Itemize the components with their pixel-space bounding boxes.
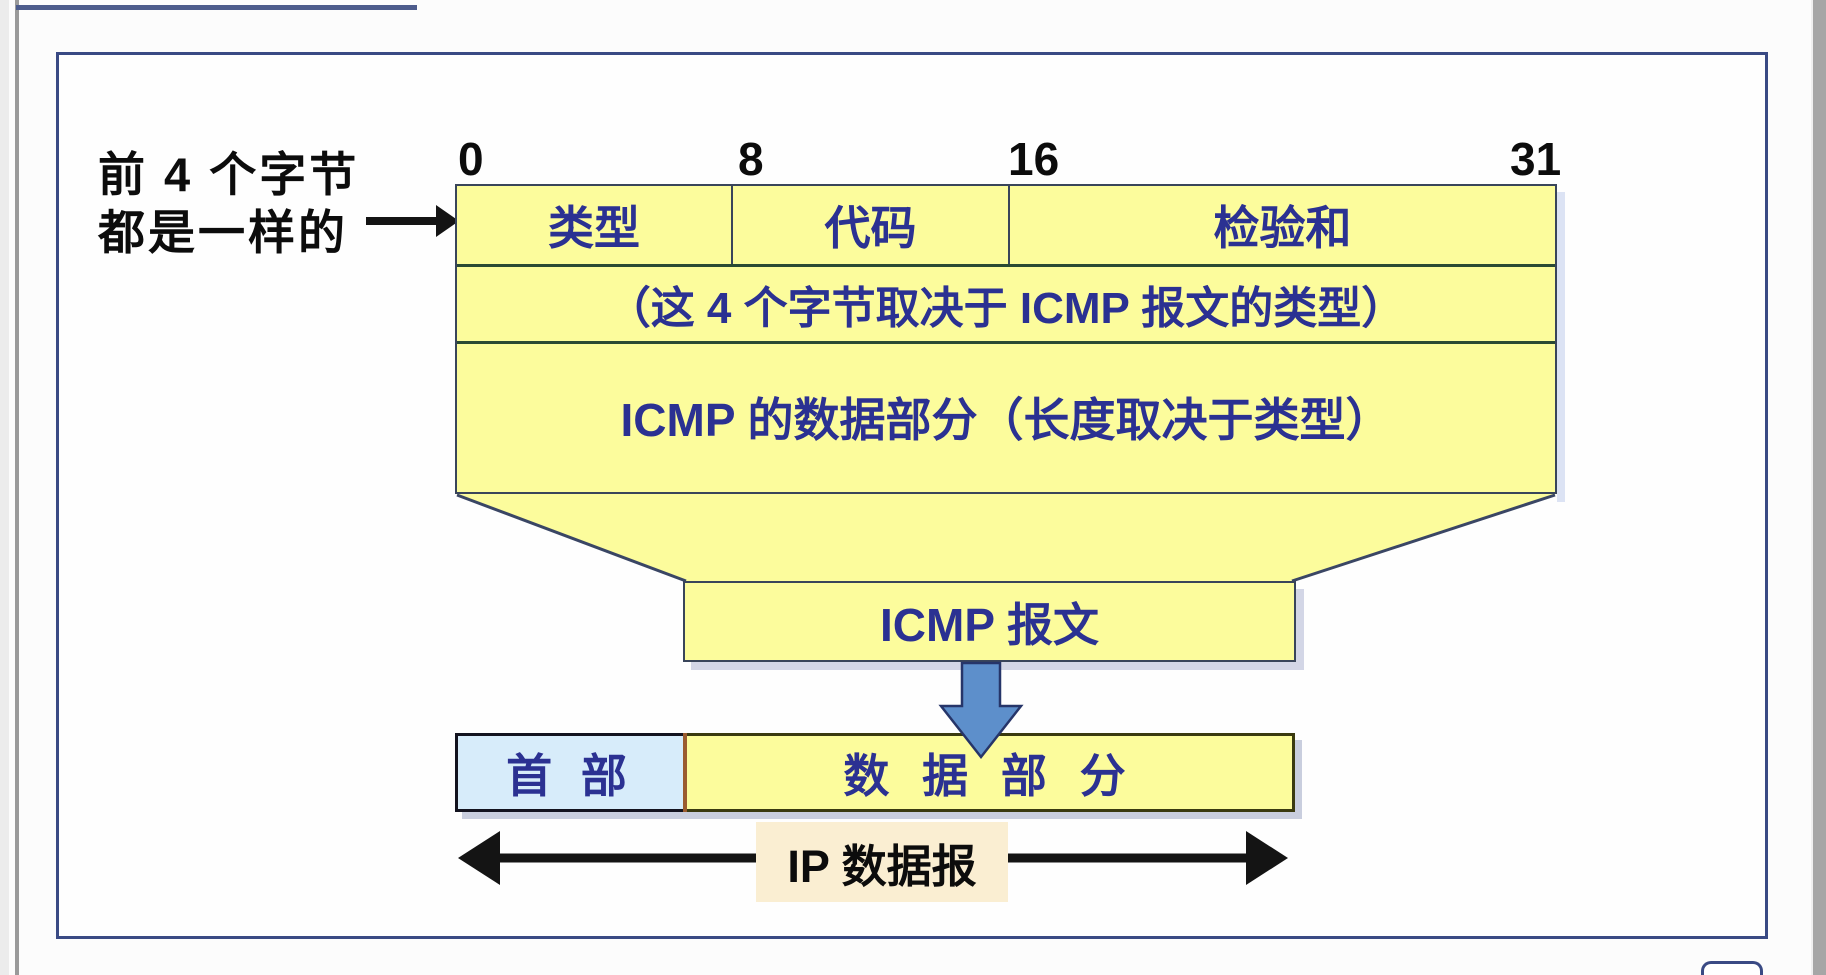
depends-note-cell: （这 4 个字节取决于 ICMP 报文的类型） bbox=[606, 284, 1406, 333]
icmp-header-table: 类型 代码 检验和 （这 4 个字节取决于 ICMP 报文的类型） ICMP 的… bbox=[455, 184, 1557, 494]
row-divider bbox=[457, 341, 1555, 344]
previous-page-edge bbox=[16, 5, 417, 10]
bit-label-16: 16 bbox=[1008, 133, 1060, 185]
table-header-row: 类型 代码 检验和 bbox=[457, 186, 1555, 264]
checksum-cell: 检验和 bbox=[1213, 202, 1352, 254]
table-shadow bbox=[1557, 192, 1565, 502]
annotation-line-1: 前 4 个字节 bbox=[98, 148, 360, 201]
icmp-message-box: ICMP 报文 bbox=[683, 581, 1296, 662]
page-edge-strip bbox=[0, 0, 9, 975]
data-part-cell: ICMP 的数据部分（长度取决于类型） bbox=[620, 394, 1392, 446]
annotation-note: 前 4 个字节 都是一样的 bbox=[98, 146, 418, 262]
bit-label-8: 8 bbox=[738, 133, 764, 185]
row-divider bbox=[457, 264, 1555, 267]
code-cell: 代码 bbox=[733, 186, 1010, 264]
ip-data-box: 数 据 部 分 bbox=[687, 733, 1295, 812]
left-page-border bbox=[15, 0, 19, 975]
bit-label-31: 31 bbox=[1510, 133, 1562, 185]
ip-header-box: 首 部 bbox=[455, 733, 683, 812]
vertical-scrollbar[interactable] bbox=[1811, 0, 1826, 975]
icmp-message-label: ICMP 报文 bbox=[880, 598, 1099, 651]
annotation-line-2: 都是一样的 bbox=[98, 206, 348, 259]
bit-label-0: 0 bbox=[458, 133, 484, 185]
ip-datagram-caption: IP 数据报 bbox=[756, 822, 1008, 902]
bar-divider bbox=[683, 733, 687, 812]
nav-shape-partial bbox=[1701, 961, 1763, 975]
type-cell: 类型 bbox=[457, 186, 733, 264]
ip-datagram-bar: 首 部 数 据 部 分 bbox=[455, 733, 1295, 812]
